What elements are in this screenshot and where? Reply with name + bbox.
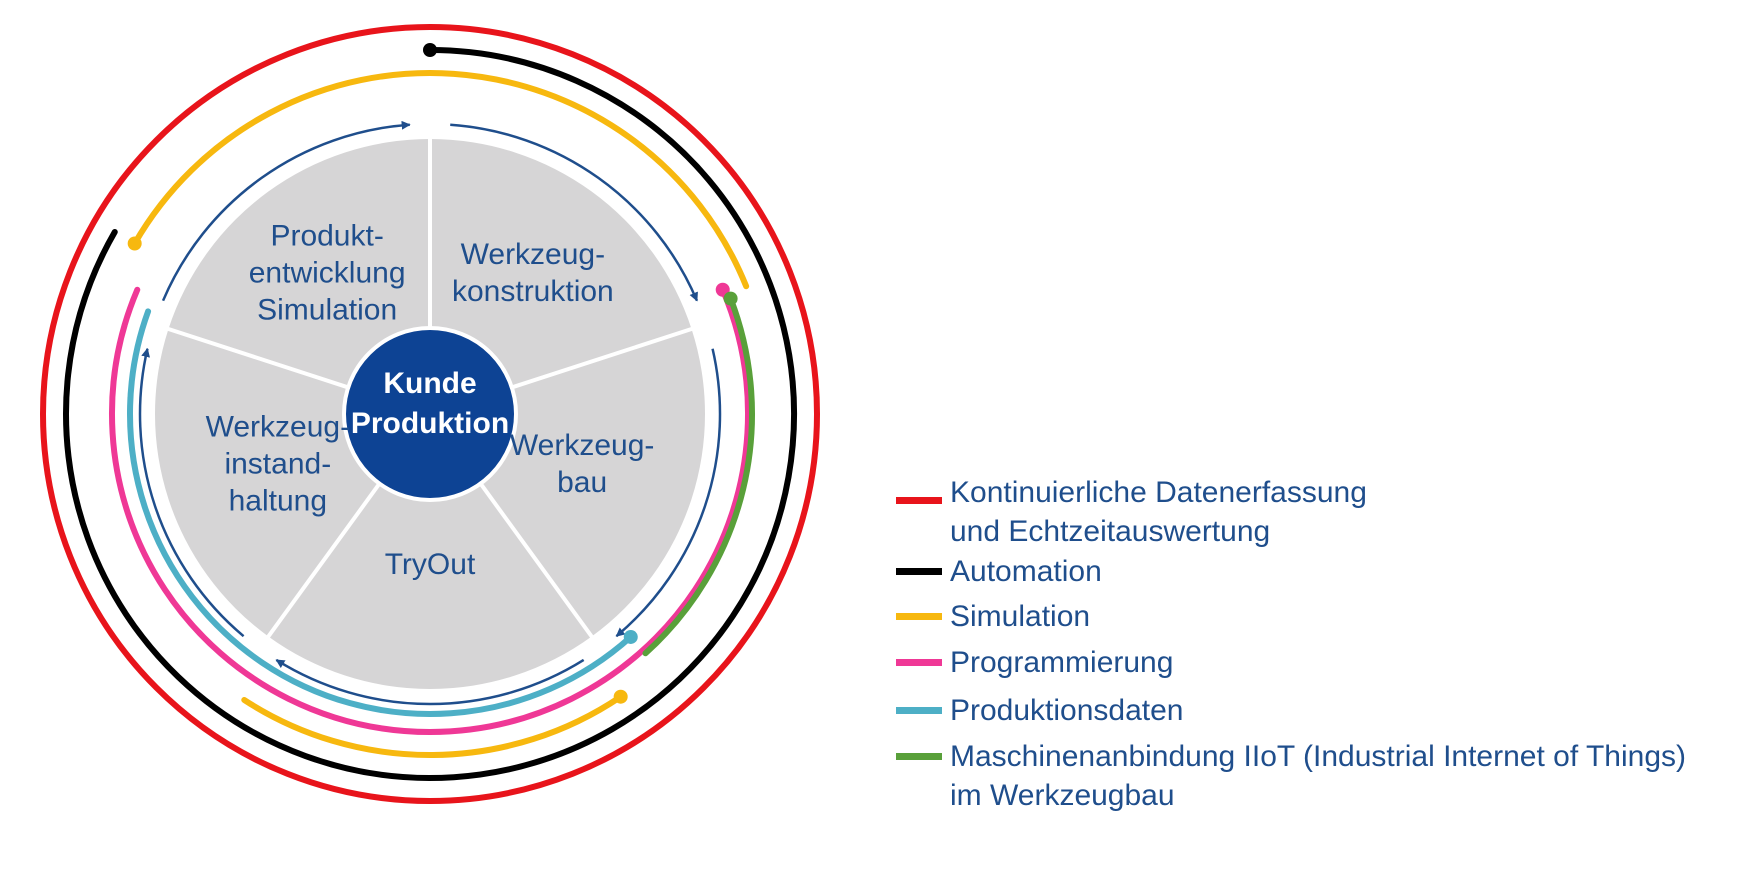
cycle-arrow bbox=[138, 347, 245, 638]
cycle-arrow bbox=[275, 658, 585, 706]
segment-labels: Produkt-entwicklungSimulationWerkzeug-ko… bbox=[206, 219, 655, 581]
legend-label-produktionsdaten: Produktionsdaten bbox=[950, 694, 1184, 727]
tool-rings bbox=[40, 24, 820, 804]
legend-swatch-black bbox=[896, 568, 942, 575]
segment-werkzeugbau-label: bau bbox=[557, 466, 607, 499]
segment-produktentwicklung-label: Simulation bbox=[257, 293, 397, 326]
segment-werkzeugbau-label: Werkzeug- bbox=[510, 429, 655, 462]
segment-produktentwicklung-label: Produkt- bbox=[270, 219, 383, 252]
segment-dividers bbox=[165, 137, 695, 640]
center-label-produktion: Produktion bbox=[351, 407, 509, 440]
legend-label-iiot-line2: im Werkzeugbau bbox=[950, 779, 1175, 812]
legend-swatch-lightblue bbox=[896, 707, 942, 714]
segment-divider bbox=[511, 326, 695, 390]
ring-programmierung bbox=[109, 286, 751, 735]
ring-daten bbox=[40, 24, 820, 804]
legend-swatch-yellow bbox=[896, 613, 942, 620]
legend-swatch-pink bbox=[896, 659, 942, 666]
segment-tryout-label: TryOut bbox=[385, 548, 476, 581]
legend-label-datenerfassung-line2: und Echtzeitauswertung bbox=[950, 515, 1271, 548]
segment-tryout bbox=[268, 483, 592, 689]
cycle-arrow bbox=[161, 120, 411, 302]
ring-produktionsdaten-endpoint bbox=[623, 629, 638, 644]
segment-werkzeuginstandhaltung-label: haltung bbox=[229, 484, 327, 517]
legend-swatch-red bbox=[896, 497, 942, 504]
ring-automation-endpoint bbox=[423, 43, 437, 57]
segment-werkzeugkonstruktion-label: Werkzeug- bbox=[461, 238, 606, 271]
segment-werkzeuginstandhaltung-label: instand- bbox=[224, 447, 331, 480]
ring-simulation bbox=[241, 693, 624, 758]
segment-divider bbox=[478, 482, 595, 640]
ring-simulation bbox=[131, 70, 750, 290]
segment-divider bbox=[265, 482, 382, 640]
legend-label-simulation: Simulation bbox=[950, 600, 1091, 633]
ring-automation bbox=[63, 47, 797, 781]
ring-simulation-endpoint bbox=[613, 689, 628, 704]
legend-label-programmierung: Programmierung bbox=[950, 646, 1174, 679]
segment-produktentwicklung bbox=[168, 139, 430, 388]
center-label-kunde: Kunde bbox=[383, 367, 476, 400]
segment-werkzeugkonstruktion bbox=[430, 139, 692, 388]
legend-swatch-green bbox=[896, 753, 942, 760]
cycle-arrow bbox=[615, 348, 722, 638]
legend-label-datenerfassung-line1: Kontinuierliche Datenerfassung bbox=[950, 476, 1367, 509]
process-cycle-diagram: Kunde Produktion Produkt-entwicklungSimu… bbox=[40, 24, 820, 804]
cycle-arrows bbox=[138, 120, 722, 706]
cycle-arrow bbox=[450, 123, 699, 302]
legend-label-automation: Automation bbox=[950, 555, 1102, 588]
ring-produktionsdaten bbox=[127, 308, 634, 717]
center-circle bbox=[342, 326, 518, 502]
legend-label-iiot-line1: Maschinenanbindung IIoT (Industrial Inte… bbox=[950, 740, 1686, 773]
segment-produktentwicklung-label: entwicklung bbox=[249, 256, 406, 289]
segment-divider bbox=[165, 326, 349, 390]
ring-simulation-endpoint bbox=[127, 236, 142, 251]
segment-werkzeugkonstruktion-label: konstruktion bbox=[452, 275, 614, 308]
segment-werkzeuginstandhaltung-label: Werkzeug- bbox=[206, 410, 351, 443]
ring-iiot-endpoint bbox=[723, 291, 738, 306]
ring-iiot bbox=[642, 295, 755, 657]
segments-layer bbox=[154, 139, 705, 689]
